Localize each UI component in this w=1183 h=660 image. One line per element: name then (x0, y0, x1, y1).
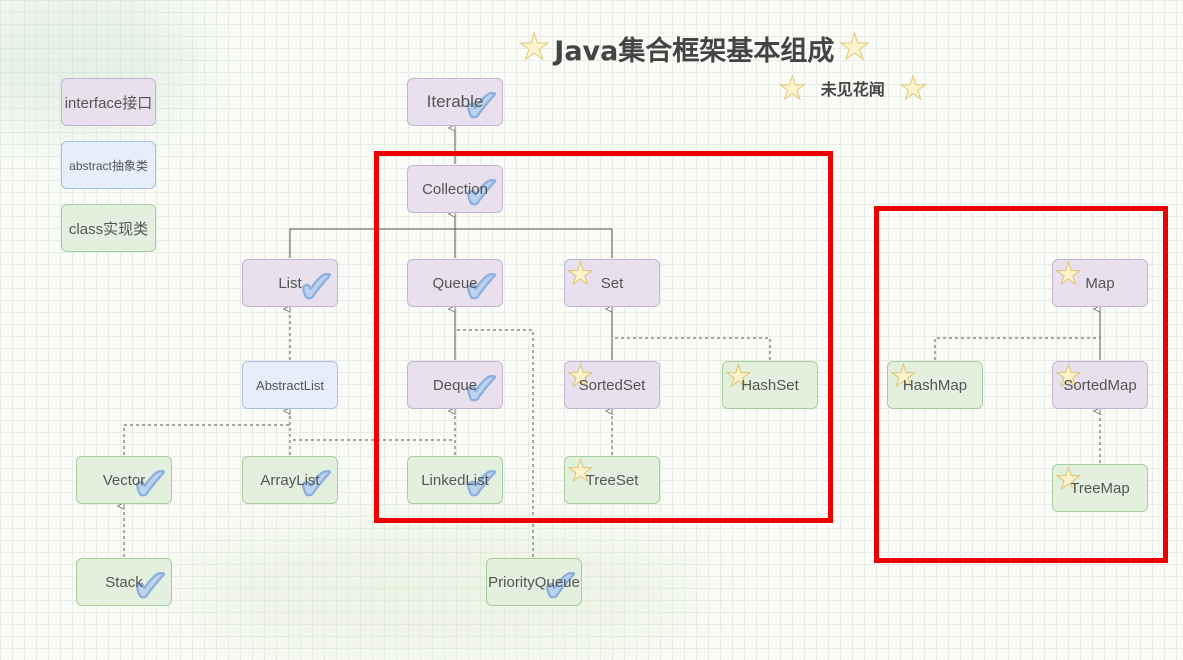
node-treeset: ★ TreeSet (564, 456, 660, 504)
node-vector-label: Vector (102, 471, 146, 489)
checkmark-icon: ✔ (298, 460, 336, 509)
checkmark-icon: ✔ (463, 460, 501, 509)
legend-class-label: class实现类 (68, 220, 149, 238)
connector-lines (0, 0, 1101, 557)
node-treeset-label: TreeSet (585, 471, 639, 489)
star-icon: ★ (725, 360, 753, 393)
node-vector: Vector ✔ (76, 456, 172, 509)
checkmark-icon: ✔ (542, 562, 580, 611)
title-text: Java集合框架基本组成 (554, 35, 835, 67)
node-stack-label: Stack (105, 573, 143, 591)
edge-hashmap-map (934, 337, 1100, 360)
legend-class: class实现类 (61, 204, 156, 252)
node-linkedlist: LinkedList ✔ (407, 456, 503, 509)
subtitle-text: 未见花闻 (820, 80, 885, 99)
edge-list-collection (289, 228, 455, 258)
node-abstractlist-label: AbstractList (256, 377, 324, 393)
star-icon: ★ (1055, 258, 1083, 291)
node-sortedset: ★ SortedSet (564, 361, 660, 409)
highlight-box-collection (374, 151, 833, 523)
node-stack: Stack ✔ (76, 558, 172, 611)
diagram-title: ★ Java集合框架基本组成 ★ (517, 27, 871, 68)
node-hashset: ★ HashSet (722, 361, 818, 409)
node-sortedmap: ★ SortedMap (1052, 361, 1148, 409)
node-linkedlist-label: LinkedList (421, 471, 489, 489)
checkmark-icon: ✔ (132, 562, 170, 611)
node-hashset-label: HashSet (741, 376, 799, 394)
node-arraylist-label: ArrayList (260, 471, 320, 489)
node-set: ★ Set (564, 259, 660, 307)
node-deque-label: Deque (432, 376, 478, 394)
diagram-subtitle: ★ 未见花闻 ★ (778, 69, 928, 107)
legend-interface: interface接口 (61, 78, 156, 126)
checkmark-icon: ✔ (132, 460, 170, 509)
star-icon: ★ (898, 69, 928, 107)
checkmark-icon: ✔ (463, 365, 501, 414)
node-collection: Collection ✔ (407, 165, 503, 218)
node-map: ★ Map (1052, 259, 1148, 307)
star-icon: ★ (1055, 463, 1083, 496)
edge-priorityqueue-queue (454, 309, 534, 557)
star-icon: ★ (517, 27, 551, 68)
node-iterable: Iterable ✔ (407, 78, 503, 131)
node-map-label: Map (1085, 274, 1115, 292)
node-priorityqueue-label: PriorityQueue (488, 573, 580, 591)
star-icon: ★ (890, 360, 918, 393)
edge-set-collection (455, 228, 613, 258)
legend-interface-label: interface接口 (64, 94, 153, 112)
node-sortedmap-label: SortedMap (1063, 376, 1137, 394)
node-deque: Deque ✔ (407, 361, 503, 414)
checkmark-icon: ✔ (463, 82, 501, 131)
node-arraylist: ArrayList ✔ (242, 456, 338, 509)
edge-vector-abstractlist (123, 424, 290, 455)
node-set-label: Set (600, 274, 624, 292)
star-icon: ★ (838, 27, 871, 68)
star-icon: ★ (1055, 360, 1083, 393)
node-abstractlist: AbstractList (242, 361, 338, 409)
node-queue-label: Queue (432, 274, 478, 292)
star-icon: ★ (567, 360, 595, 393)
checkmark-icon: ✔ (463, 169, 501, 218)
legend-abstract: abstract抽象类 (61, 141, 156, 189)
highlight-box-map (874, 206, 1168, 563)
checkmark-icon: ✔ (298, 263, 336, 312)
node-list-label: List (278, 274, 302, 292)
star-icon: ★ (567, 455, 595, 488)
star-icon: ★ (778, 69, 808, 107)
legend-abstract-label: abstract抽象类 (69, 158, 148, 173)
node-list: List ✔ (242, 259, 338, 312)
star-icon: ★ (567, 258, 595, 291)
node-hashmap: ★ HashMap (887, 361, 983, 409)
node-treemap-label: TreeMap (1070, 479, 1130, 497)
edge-hashset-set (612, 337, 771, 360)
node-queue: Queue ✔ (407, 259, 503, 312)
node-hashmap-label: HashMap (902, 376, 968, 394)
node-collection-label: Collection (422, 180, 488, 198)
node-iterable-label: Iterable (426, 92, 484, 111)
checkmark-icon: ✔ (463, 263, 501, 312)
node-priorityqueue: PriorityQueue ✔ (486, 558, 582, 611)
node-treemap: ★ TreeMap (1052, 464, 1148, 512)
node-sortedset-label: SortedSet (578, 376, 646, 394)
